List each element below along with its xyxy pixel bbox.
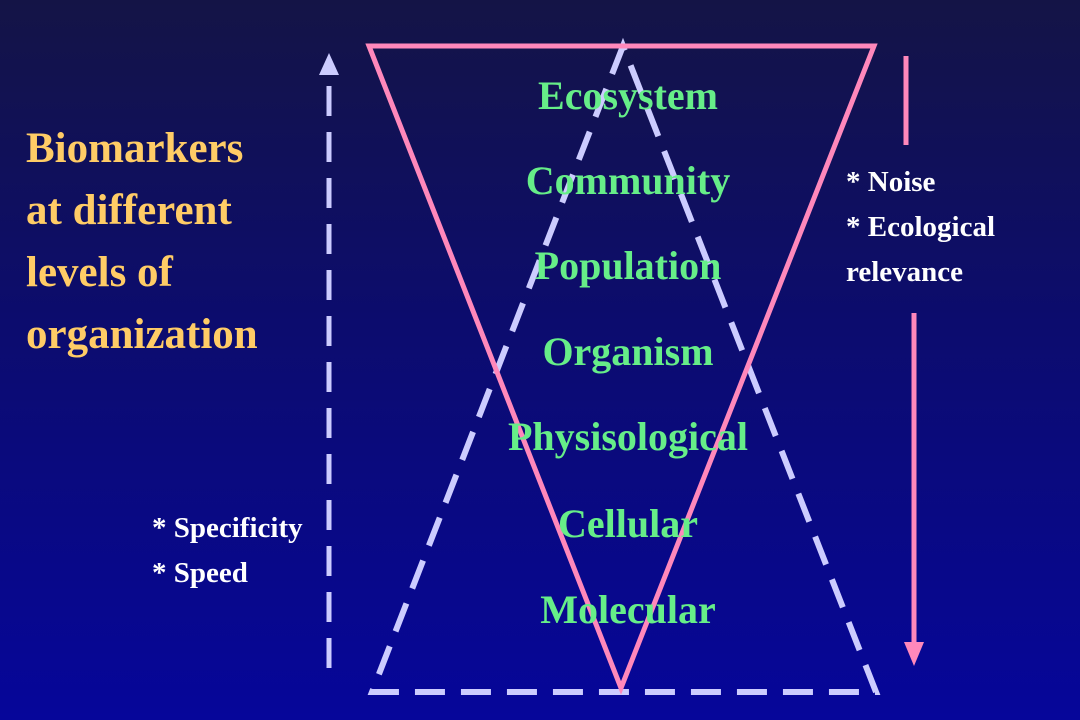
right-note: * Noise * Ecological relevance <box>846 160 995 295</box>
title-line: at different <box>26 187 232 234</box>
level-molecular: Molecular <box>540 587 716 632</box>
level-organism: Organism <box>542 329 714 374</box>
right-note-line: * Noise <box>846 166 936 198</box>
right-arrow-head <box>904 642 924 666</box>
left-arrow-head <box>319 53 339 75</box>
level-population: Population <box>534 243 722 288</box>
right-note-line: * Ecological <box>846 211 996 243</box>
diagram-title: Biomarkers at different levels of organi… <box>26 118 258 366</box>
left-note-line: * Speed <box>152 557 248 589</box>
left-note-line: * Specificity <box>152 512 303 544</box>
left-note: * Specificity * Speed <box>152 506 303 596</box>
title-line: organization <box>26 311 258 358</box>
level-physiological: Physisological <box>507 414 749 459</box>
title-line: Biomarkers <box>26 125 244 172</box>
level-community: Community <box>525 158 731 203</box>
level-cellular: Cellular <box>558 501 698 546</box>
inverted-solid-triangle <box>365 43 878 695</box>
right-note-line: relevance <box>846 256 964 288</box>
title-line: levels of <box>26 249 173 296</box>
level-ecosystem: Ecosystem <box>538 73 718 118</box>
